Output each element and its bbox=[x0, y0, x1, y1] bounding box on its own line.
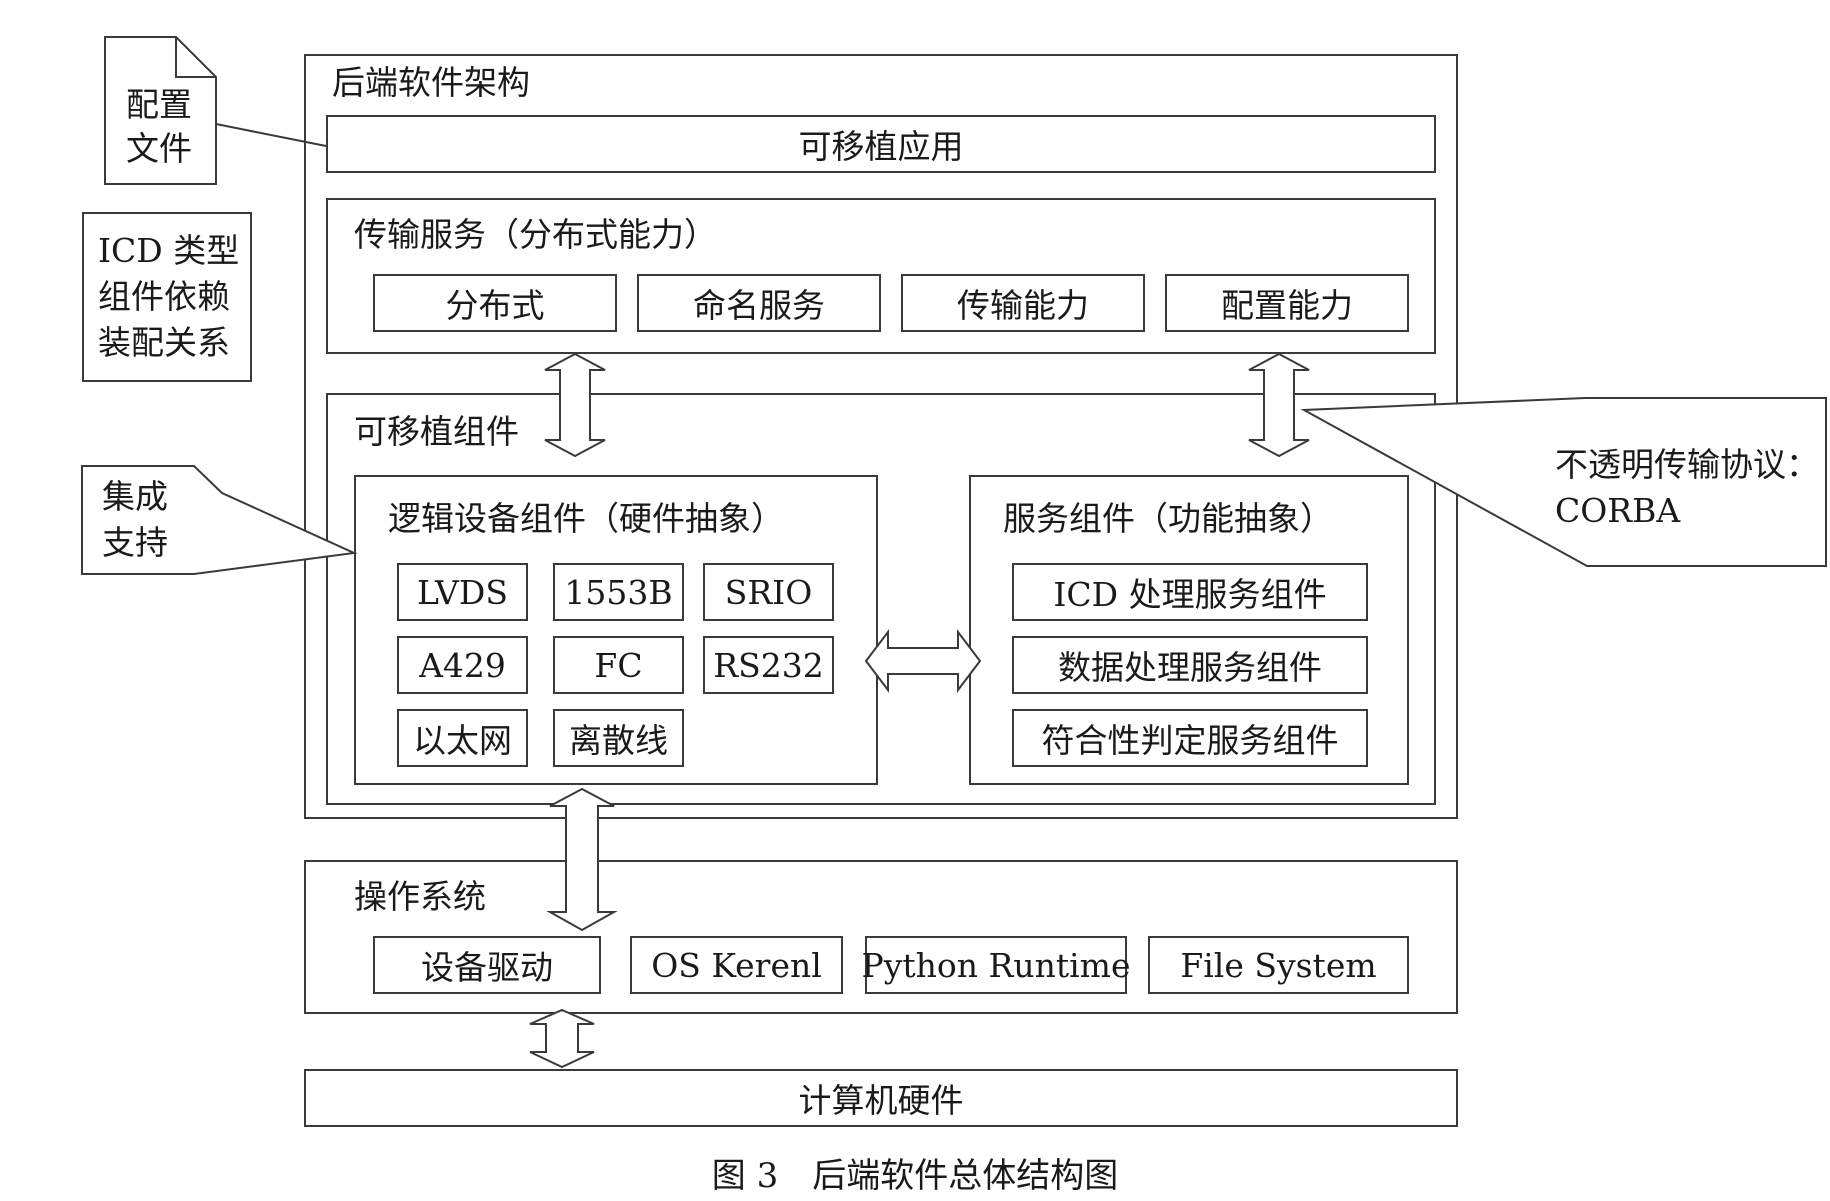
document-corner-fold bbox=[175, 37, 216, 78]
portable-components-title: 可移植组件 bbox=[354, 412, 519, 451]
config-file-line2: 文件 bbox=[126, 129, 192, 168]
logic-device-components-title: 逻辑设备组件（硬件抽象） bbox=[388, 499, 784, 538]
portable-app-box: 可移植应用 bbox=[326, 115, 1436, 173]
os-item-filesystem: File System bbox=[1148, 936, 1409, 994]
logic-item-discrete: 离散线 bbox=[553, 709, 684, 767]
operating-system-title: 操作系统 bbox=[354, 877, 486, 916]
icd-note-box bbox=[82, 212, 252, 382]
logic-item-fc: FC bbox=[553, 636, 684, 694]
transport-services-title: 传输服务（分布式能力） bbox=[354, 215, 717, 254]
logic-item-1553b: 1553B bbox=[553, 563, 684, 621]
logic-item-lvds: LVDS bbox=[397, 563, 528, 621]
backend-architecture-title: 后端软件架构 bbox=[332, 63, 530, 102]
icd-note-line2: 组件依赖 bbox=[98, 277, 230, 316]
transport-item-config: 配置能力 bbox=[1165, 274, 1409, 332]
os-item-python: Python Runtime bbox=[862, 936, 1130, 994]
service-item-data: 数据处理服务组件 bbox=[1012, 636, 1368, 694]
computer-hardware-box: 计算机硬件 bbox=[304, 1069, 1458, 1127]
logic-item-a429: A429 bbox=[397, 636, 528, 694]
logic-item-rs232: RS232 bbox=[703, 636, 834, 694]
config-file-line1: 配置 bbox=[126, 85, 192, 124]
logic-item-ethernet: 以太网 bbox=[397, 709, 528, 767]
integration-note-line1: 集成 bbox=[102, 477, 168, 516]
figure-caption: 图 3 后端软件总体结构图 bbox=[711, 1156, 1119, 1196]
corba-note-line1: 不透明传输协议： bbox=[1555, 445, 1819, 484]
os-item-kernel: OS Kerenl bbox=[630, 936, 843, 994]
transport-item-naming: 命名服务 bbox=[637, 274, 881, 332]
service-item-compliance: 符合性判定服务组件 bbox=[1012, 709, 1368, 767]
logic-item-srio: SRIO bbox=[703, 563, 834, 621]
service-item-icd: ICD 处理服务组件 bbox=[1012, 563, 1368, 621]
integration-note-line2: 支持 bbox=[102, 523, 168, 562]
arrow-os-hardware bbox=[529, 1008, 595, 1069]
icd-note-line3: 装配关系 bbox=[98, 323, 230, 362]
corba-note-line2: CORBA bbox=[1555, 491, 1681, 530]
service-components-title: 服务组件（功能抽象） bbox=[1003, 499, 1333, 538]
icd-note-line1: ICD 类型 bbox=[98, 231, 240, 270]
os-item-driver: 设备驱动 bbox=[373, 936, 601, 994]
transport-item-distributed: 分布式 bbox=[373, 274, 617, 332]
transport-item-transport: 传输能力 bbox=[901, 274, 1145, 332]
